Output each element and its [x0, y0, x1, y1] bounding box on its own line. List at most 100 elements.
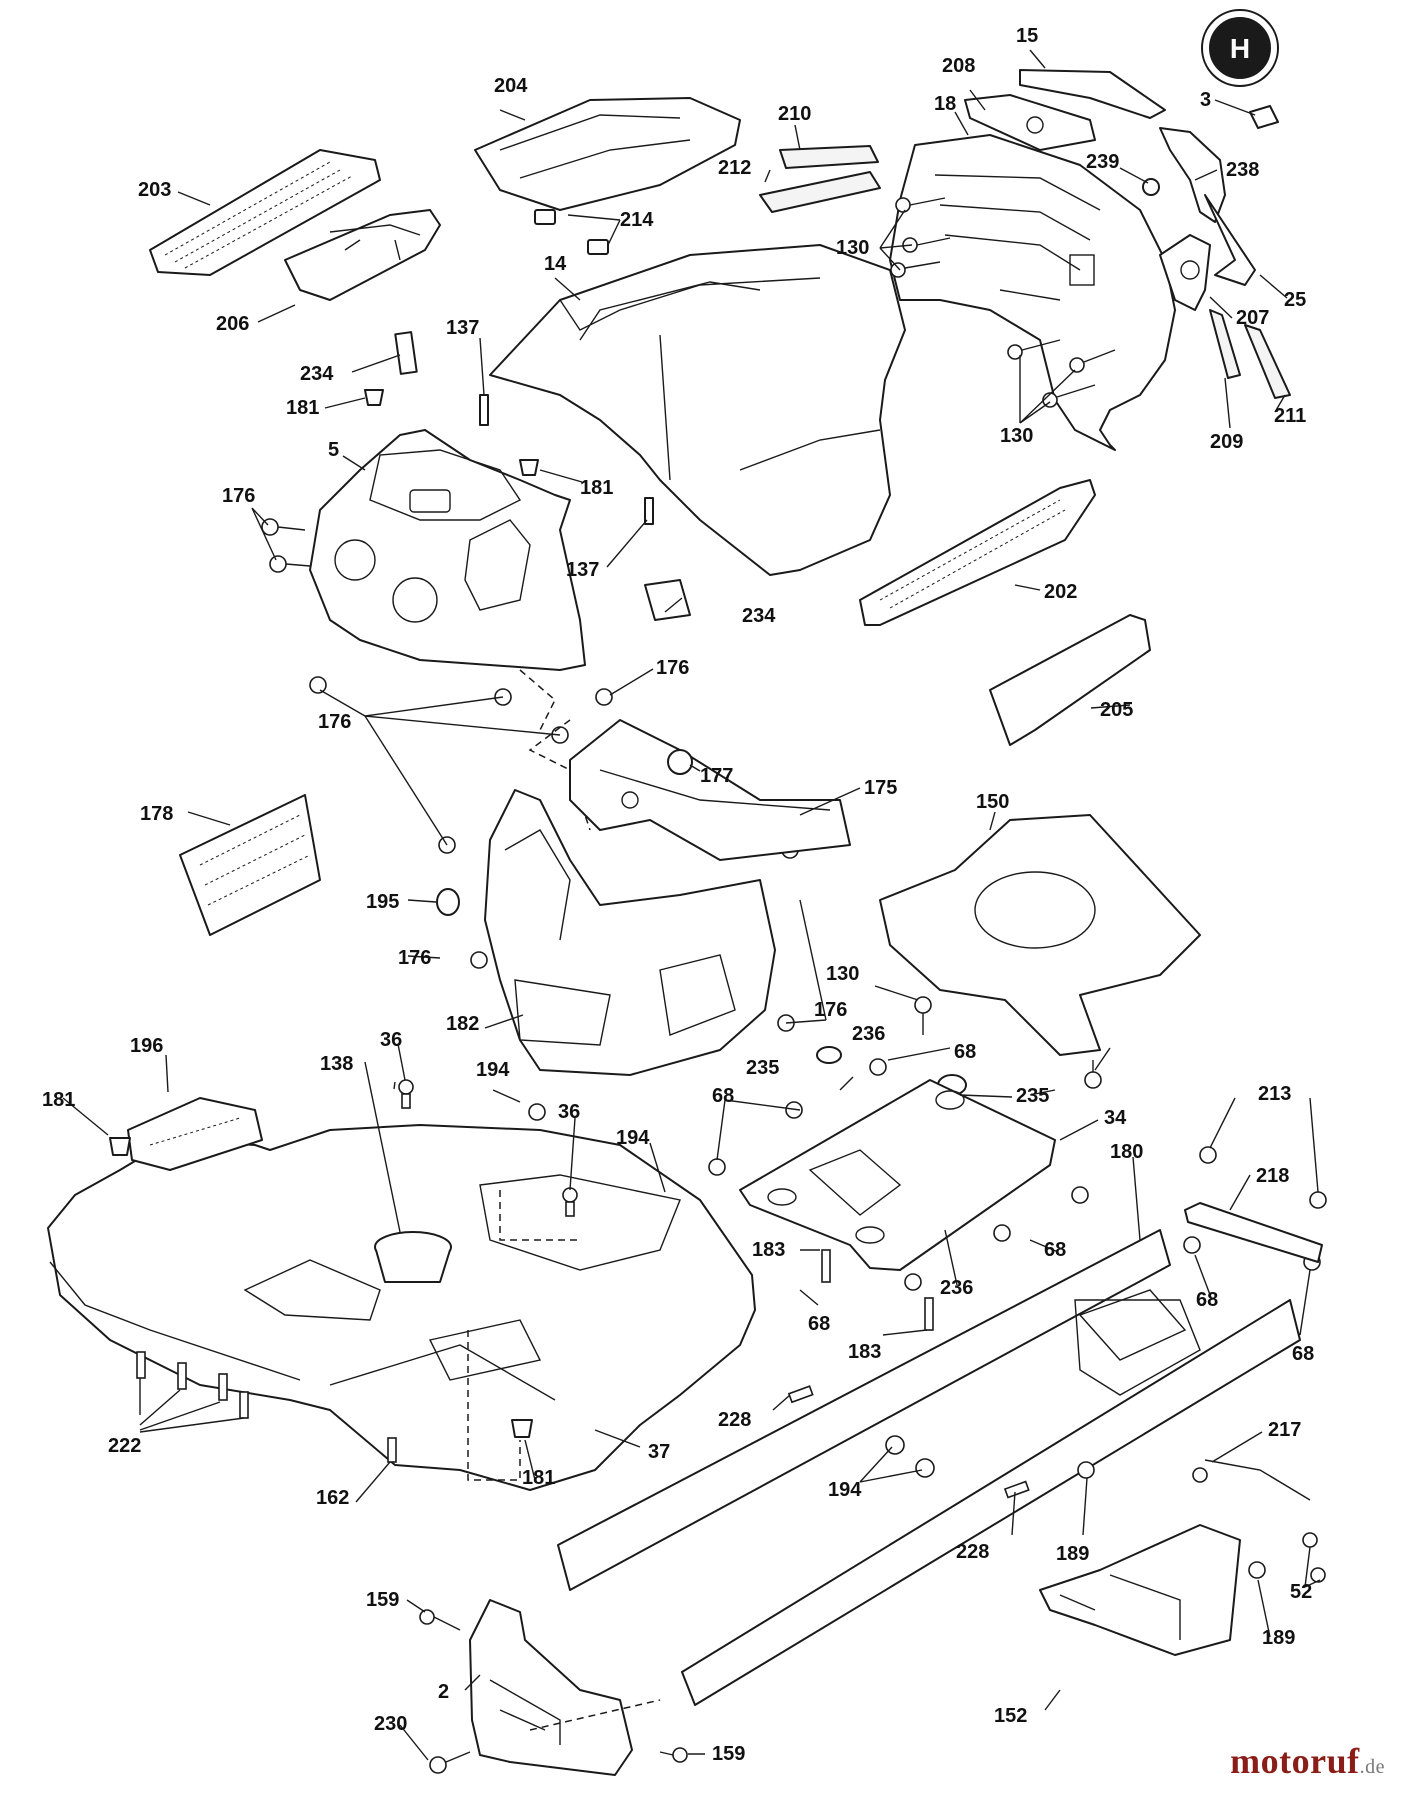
front-bumper-part-202 — [859, 479, 1096, 626]
callout-176c: 176 — [318, 711, 351, 733]
callout-228a: 228 — [718, 1409, 751, 1431]
grille-part-211 — [1244, 324, 1291, 399]
callout-222: 222 — [108, 1435, 141, 1457]
side-panel-part-15 — [1019, 69, 1166, 119]
callout-214: 214 — [620, 209, 654, 231]
watermark-suffix: .de — [1359, 1756, 1385, 1778]
dash-panel-part-18 — [889, 134, 1176, 451]
bracket-part-218 — [1184, 1202, 1323, 1263]
svg-text:H: H — [1230, 33, 1250, 64]
callout-15: 15 — [1016, 25, 1038, 47]
callout-175: 175 — [864, 777, 897, 799]
callout-68b: 68 — [712, 1085, 734, 1107]
callout-176e: 176 — [398, 947, 431, 969]
callout-68a: 68 — [954, 1041, 976, 1063]
cover-part-196 — [127, 1097, 263, 1171]
callout-210: 210 — [778, 103, 811, 125]
grille-insert-part-210 — [779, 145, 879, 169]
hitch-bracket-part-2 — [469, 1599, 633, 1776]
callout-211: 211 — [1274, 405, 1306, 427]
callout-5: 5 — [328, 439, 339, 461]
callout-189a: 189 — [1056, 1543, 1089, 1565]
callout-239: 239 — [1086, 151, 1119, 173]
callout-203: 203 — [138, 179, 171, 201]
callout-196: 196 — [130, 1035, 163, 1057]
vent-grille-part-178 — [179, 794, 321, 936]
side-panel-part-208 — [964, 94, 1096, 151]
watermark-brand: motoruf — [1230, 1741, 1360, 1781]
rod-part-217 — [1192, 1459, 1311, 1501]
screw-part-162 — [387, 1437, 397, 1463]
bolt-part-183 — [821, 1249, 934, 1331]
callout-181d: 181 — [522, 1467, 555, 1489]
callout-234b: 234 — [742, 605, 776, 627]
callout-130a: 130 — [836, 237, 869, 259]
callout-204: 204 — [494, 75, 528, 97]
bolt-part-230 — [429, 1751, 471, 1774]
callout-207: 207 — [1236, 307, 1269, 329]
callout-178: 178 — [140, 803, 173, 825]
callout-52: 52 — [1290, 1581, 1312, 1603]
shroud-part-182 — [484, 789, 776, 1076]
emblem-part-3: H — [1201, 9, 1279, 129]
callout-183b: 183 — [848, 1341, 881, 1363]
callout-leaders — [62, 49, 1321, 1761]
callout-236a: 236 — [852, 1023, 885, 1045]
hood-part-14 — [489, 244, 906, 576]
callout-212: 212 — [718, 157, 751, 179]
light-housing-part-207 — [1159, 234, 1211, 311]
callout-138: 138 — [320, 1053, 353, 1075]
bolt-set-part-68 — [708, 1058, 1321, 1291]
callout-36a: 36 — [380, 1029, 402, 1051]
dash-console-part-5 — [309, 429, 586, 671]
callout-176d: 176 — [814, 999, 847, 1021]
callout-3: 3 — [1200, 89, 1211, 111]
trim-piece-part-238 — [1159, 127, 1226, 223]
callout-177: 177 — [700, 765, 733, 787]
callout-235a: 235 — [746, 1057, 779, 1079]
callout-230: 230 — [374, 1713, 407, 1735]
bolt-part-36 — [398, 1079, 578, 1217]
mount-plate-part-34 — [739, 1079, 1056, 1271]
callout-183a: 183 — [752, 1239, 785, 1261]
callout-213: 213 — [1258, 1083, 1291, 1105]
frame-rail-part-180 — [557, 1229, 1301, 1706]
callout-159b: 159 — [712, 1743, 745, 1765]
callout-202: 202 — [1044, 581, 1077, 603]
callout-152: 152 — [994, 1705, 1027, 1727]
callout-228b: 228 — [956, 1541, 989, 1563]
clip-part-214 — [534, 209, 609, 255]
tray-part-152 — [1039, 1524, 1241, 1656]
callout-195: 195 — [366, 891, 399, 913]
hood-top-part-204 — [474, 97, 741, 211]
plug-part-181 — [364, 389, 539, 476]
knob-part-177 — [667, 749, 693, 775]
callout-181a: 181 — [286, 397, 319, 419]
bolt-part-189 — [1077, 1461, 1266, 1579]
screw-set-part-222 — [136, 1351, 249, 1419]
callout-176a: 176 — [222, 485, 255, 507]
bolt-part-213 — [1199, 1146, 1327, 1209]
plug-part-195 — [436, 888, 460, 916]
panel-part-205 — [989, 614, 1151, 746]
callout-137b: 137 — [566, 559, 599, 581]
callout-14: 14 — [544, 253, 567, 275]
pin-part-228 — [787, 1385, 1030, 1499]
callout-176b: 176 — [656, 657, 689, 679]
callout-68e: 68 — [808, 1313, 830, 1335]
fender-deck-part-37 — [47, 1124, 756, 1491]
callout-130c: 130 — [826, 963, 859, 985]
grille-part-209 — [1209, 309, 1241, 379]
callout-235b: 235 — [1016, 1085, 1049, 1107]
callout-194a: 194 — [476, 1059, 510, 1081]
bracket-part-175 — [569, 719, 851, 861]
trim-part-25 — [1204, 194, 1256, 286]
callout-194c: 194 — [828, 1479, 862, 1501]
callout-137a: 137 — [446, 317, 479, 339]
screw-part-130-mid — [914, 996, 1102, 1089]
callout-18: 18 — [934, 93, 956, 115]
callout-37: 37 — [648, 1441, 670, 1463]
callout-238: 238 — [1226, 159, 1259, 181]
